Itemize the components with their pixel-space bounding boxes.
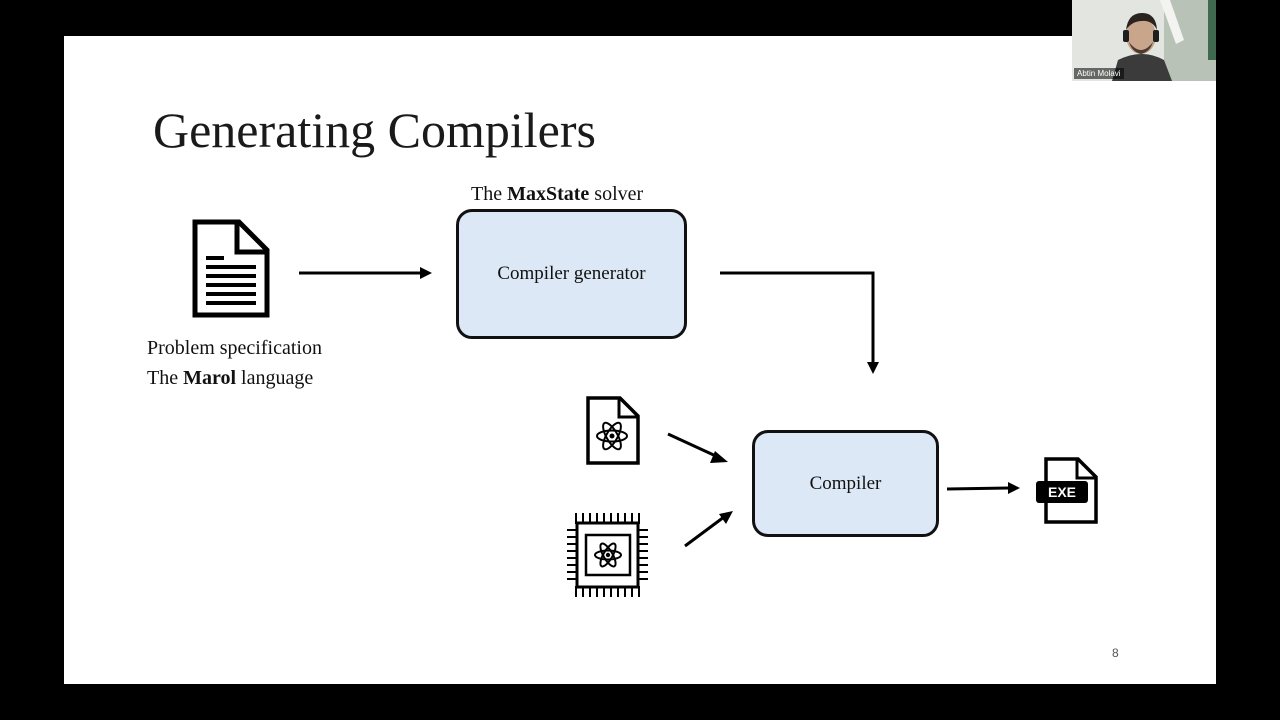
spec-caption-bold: Marol xyxy=(183,367,237,389)
webcam-thumbnail[interactable]: Abtin Molavi xyxy=(1072,0,1216,81)
quantum-chip-icon xyxy=(567,513,648,597)
spec-caption-line1: Problem specification xyxy=(147,337,322,359)
diagram-graphics: EXE xyxy=(192,219,1098,597)
spec-caption-prefix: The xyxy=(147,367,184,389)
arrow-compiler-to-exe xyxy=(946,482,1020,494)
solver-caption: The MaxState solver xyxy=(471,182,643,206)
compiler-generator-label: Compiler generator xyxy=(497,263,646,284)
compiler-box: Compiler xyxy=(752,430,939,537)
compiler-label: Compiler xyxy=(809,472,882,494)
solver-caption-bold: MaxState xyxy=(507,183,590,205)
arrow-chip-to-compiler xyxy=(684,511,733,548)
solver-caption-prefix: The xyxy=(471,183,508,205)
webcam-video xyxy=(1072,0,1216,81)
slide: EXE Generating Compilers The MaxState so… xyxy=(64,36,1216,684)
exe-label: EXE xyxy=(1048,484,1076,500)
participant-name: Abtin Molavi xyxy=(1074,68,1124,79)
exe-file-icon xyxy=(1036,457,1098,524)
spec-caption-line2: The Marol language xyxy=(147,366,313,390)
arrow-program-to-compiler xyxy=(667,432,728,463)
slide-title: Generating Compilers xyxy=(153,102,596,158)
arrow-spec-to-generator xyxy=(299,267,432,279)
page-number: 8 xyxy=(1112,646,1119,660)
compiler-generator-box: Compiler generator xyxy=(456,209,687,339)
document-icon xyxy=(192,219,270,318)
arrow-generator-to-compiler xyxy=(720,271,879,374)
quantum-document-icon xyxy=(586,396,640,465)
spec-caption-suffix: language xyxy=(236,367,314,389)
solver-caption-suffix: solver xyxy=(589,183,644,205)
